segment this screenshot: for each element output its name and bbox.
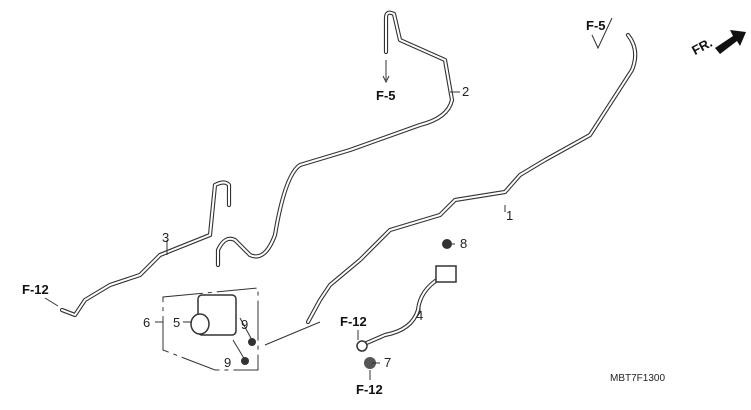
arrow-f5-right	[591, 17, 613, 50]
nut-7	[364, 357, 376, 369]
bolt-8	[442, 239, 452, 249]
brake-pipe-1	[305, 32, 638, 325]
brake-hose-4	[356, 265, 457, 352]
ref-f12-mid: F-12	[340, 314, 367, 329]
brake-pipe-2	[215, 10, 455, 268]
part-number-7: 7	[384, 355, 391, 370]
part-number-4: 4	[416, 308, 423, 323]
arrow-f5-top	[382, 60, 390, 84]
part-number-3: 3	[162, 230, 169, 245]
front-direction-arrow-icon	[715, 30, 746, 54]
part-number-1: 1	[506, 208, 513, 223]
hose-eyelet	[356, 340, 368, 352]
part-number-6: 6	[143, 315, 150, 330]
brake-pipe-3	[59, 180, 232, 318]
leader-line	[264, 321, 321, 346]
part-number-2: 2	[462, 84, 469, 99]
part-number-8: 8	[460, 236, 467, 251]
hose-bracket	[435, 265, 457, 283]
arrow-f12-left	[44, 297, 59, 307]
ref-f5-right: F-5	[586, 18, 606, 33]
part-number-9b: 9	[224, 355, 231, 370]
ref-f12-bottom: F-12	[356, 382, 383, 397]
ref-f12-left: F-12	[22, 282, 49, 297]
diagram-code: MBT7F1300	[610, 373, 665, 384]
ref-f5-top: F-5	[376, 88, 396, 103]
part-number-9a: 9	[241, 317, 248, 332]
part-number-5: 5	[173, 315, 180, 330]
valve-5	[190, 313, 210, 335]
front-direction-label: FR.	[689, 35, 715, 58]
modulator-assembly-6	[162, 287, 259, 371]
